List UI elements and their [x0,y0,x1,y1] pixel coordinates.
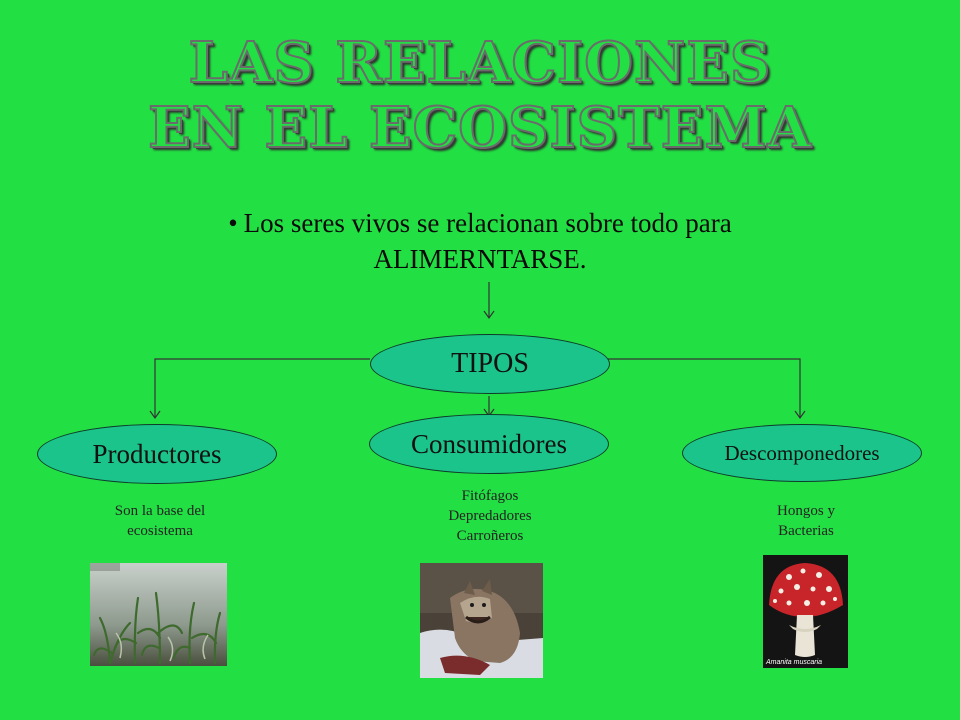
node-tipos-label: TIPOS [451,348,529,379]
node-descomponedores-label: Descomponedores [724,440,880,465]
node-productores-label: Productores [92,438,222,469]
intro-bullet: •Los seres vivos se relacionan sobre tod… [150,205,810,277]
intro-arrow-head [483,310,495,320]
node-consumidores: Consumidores [369,414,609,474]
node-descomponedores: Descomponedores [682,424,922,482]
branch-line-descomponedores [608,358,801,418]
title-line-1: LAS RELACIONES [188,30,772,96]
bullet-text-line-1: Los seres vivos se relacionan sobre todo… [243,208,732,238]
note-line: Bacterias [778,523,834,539]
node-productores: Productores [37,424,277,484]
mushroom-photo-caption: Amanita muscaria [766,659,823,666]
note-consumidores: Fitófagos Depredadores Carroñeros [400,486,580,546]
arrow-head-descomponedores [794,410,806,420]
note-line: Fitófagos [461,488,519,504]
node-tipos: TIPOS [370,334,610,394]
title-line-2: EN EL ECOSISTEMA [147,95,812,161]
amanita-mushroom-photo: Amanita muscaria [763,555,848,668]
note-line: Hongos y [777,503,835,519]
note-productores: Son la base del ecosistema [70,501,250,541]
wolf-photo [420,563,543,678]
bullet-marker: • [228,208,238,238]
note-line: Depredadores [448,508,532,524]
note-line: ecosistema [127,523,193,539]
arrow-head-productores [149,410,161,420]
node-consumidores-label: Consumidores [410,428,567,459]
note-descomponedores: Hongos y Bacterias [716,501,896,541]
branch-line-productores [154,358,370,418]
note-line: Carroñeros [456,528,524,544]
bullet-text-line-2: ALIMERNTARSE. [373,244,587,274]
note-line: Son la base del [114,503,206,519]
corn-plants-photo [90,563,227,666]
